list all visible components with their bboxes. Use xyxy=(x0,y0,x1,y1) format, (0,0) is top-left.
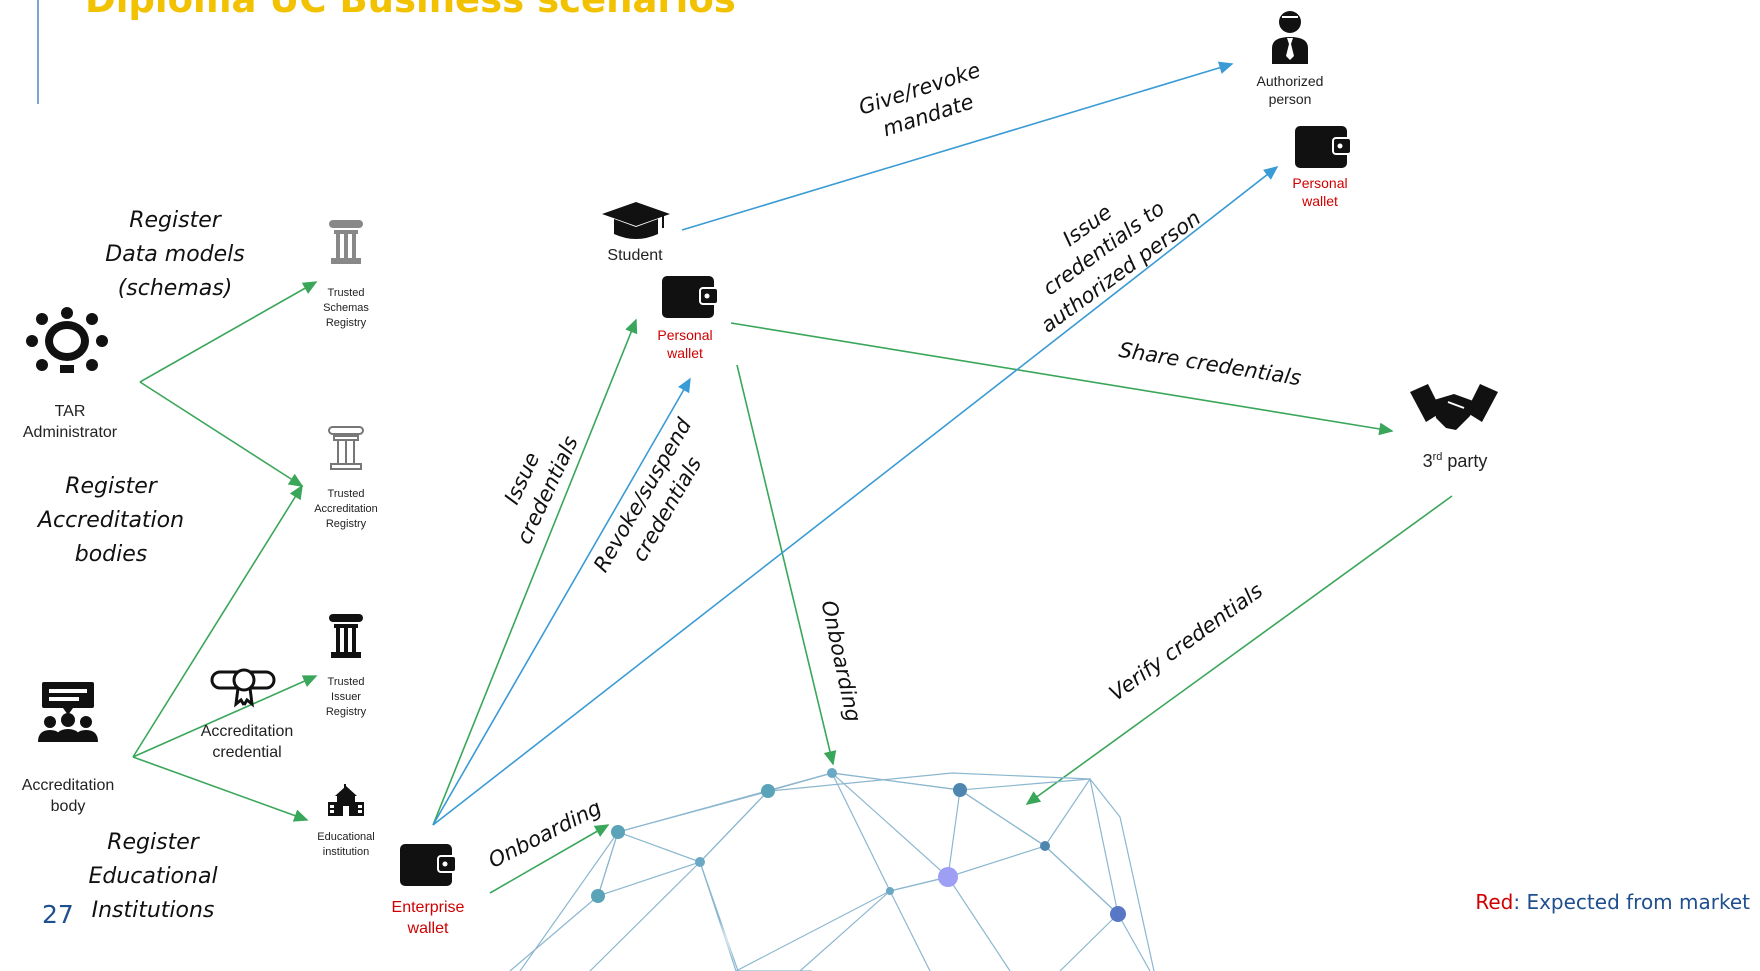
legend-note: Red: Expected from market xyxy=(1475,890,1750,914)
register-accreditation-line3: bodies xyxy=(74,542,148,568)
blue-arrows xyxy=(432,61,1279,826)
educational-institution-label: Educational institution xyxy=(306,830,386,860)
tar-label-line1: TAR xyxy=(54,403,86,420)
graduation-cap-icon xyxy=(600,200,672,244)
register-educational-line1: Register xyxy=(107,830,199,855)
enterprise-wallet-label: Enterprise wallet xyxy=(378,898,478,940)
person-with-tie-icon xyxy=(1270,8,1310,66)
credential-line2: credential xyxy=(212,743,282,761)
accreditation-credential-label: Accreditation credential xyxy=(182,722,312,764)
legend-rest: : Expected from market xyxy=(1513,890,1750,914)
student-label: Student xyxy=(607,247,663,264)
tar-administrator-label: TAR Administrator xyxy=(5,402,135,444)
schemas-line3: Registry xyxy=(325,316,367,329)
student-wallet-line1: Personal xyxy=(657,327,713,343)
title-accent-line xyxy=(37,0,39,104)
accreditation-reg-line2: Accreditation xyxy=(314,502,378,515)
register-accreditation-line2: Accreditation xyxy=(37,508,185,534)
accreditation-reg-line3: Registry xyxy=(325,517,367,530)
pillar-icon-schemas xyxy=(325,218,367,266)
student-personal-wallet-label: Personal wallet xyxy=(640,326,730,362)
credential-line1: Accreditation xyxy=(200,723,294,740)
school-building-icon xyxy=(327,784,365,818)
auth-wallet-line1: Personal xyxy=(1292,175,1348,191)
issuer-line3: Registry xyxy=(325,705,367,718)
enterprise-line2: wallet xyxy=(407,919,449,937)
edu-line1: Educational xyxy=(317,831,375,843)
register-educational-line2: Educational xyxy=(88,864,218,890)
tar-label-line2: Administrator xyxy=(22,423,118,441)
register-schemas-line3: (schemas) xyxy=(117,276,233,302)
authorized-person-label: Authorized person xyxy=(1240,72,1340,108)
register-accreditation-label: Register Accreditation bodies xyxy=(26,470,196,572)
trusted-accreditation-registry-label: Trusted Accreditation Registry xyxy=(302,487,390,532)
register-schemas-line1: Register xyxy=(129,208,221,233)
pillar-icon-issuer xyxy=(325,612,367,660)
student-wallet-line2: wallet xyxy=(667,345,703,362)
page-title: Diploma UC Business scenarios xyxy=(85,0,736,21)
edu-line2: institution xyxy=(322,845,370,858)
third-party-word: party xyxy=(1442,451,1488,471)
authorized-line1: Authorized xyxy=(1256,73,1324,89)
schemas-line2: Schemas xyxy=(323,301,369,314)
register-schemas-line2: Data models xyxy=(105,242,245,268)
enterprise-line1: Enterprise xyxy=(391,899,465,916)
register-accreditation-line1: Register xyxy=(65,474,157,499)
wallet-icon-student xyxy=(660,272,720,320)
accreditation-body-line1: Accreditation xyxy=(21,777,115,794)
pillar-outline-icon-accreditation xyxy=(325,424,367,472)
wallet-icon-enterprise xyxy=(398,840,458,888)
accreditation-body-line2: body xyxy=(50,797,86,815)
accreditation-reg-line1: Trusted xyxy=(327,488,365,500)
trusted-schemas-registry-label: Trusted Schemas Registry xyxy=(310,286,382,331)
accreditation-body-label: Accreditation body xyxy=(0,776,136,818)
presentation-audience-icon xyxy=(36,682,100,744)
tar-register-arrows xyxy=(132,281,1453,894)
page-number: 27 xyxy=(42,900,74,929)
auth-wallet-line2: wallet xyxy=(1302,193,1338,210)
third-party-num: 3 xyxy=(1422,451,1433,471)
third-party-label: 3rd party xyxy=(1395,450,1515,473)
register-educational-label: Register Educational Institutions xyxy=(68,826,238,928)
schemas-line1: Trusted xyxy=(327,287,365,299)
issuer-line2: Issuer xyxy=(331,690,361,703)
third-party-sup: rd xyxy=(1432,451,1443,463)
handshake-icon xyxy=(1408,382,1500,438)
diploma-certificate-icon xyxy=(208,666,278,708)
authorized-line2: person xyxy=(1268,91,1312,108)
register-educational-line3: Institutions xyxy=(91,898,215,924)
network-nodes xyxy=(591,768,1126,922)
wallet-icon-authorized xyxy=(1293,122,1353,170)
register-schemas-label: Register Data models (schemas) xyxy=(90,204,260,306)
authorized-personal-wallet-label: Personal wallet xyxy=(1275,174,1365,210)
trusted-issuer-registry-label: Trusted Issuer Registry xyxy=(310,675,382,720)
legend-red-word: Red xyxy=(1475,890,1514,914)
conference-table-icon xyxy=(22,305,112,377)
issuer-line1: Trusted xyxy=(327,676,365,688)
